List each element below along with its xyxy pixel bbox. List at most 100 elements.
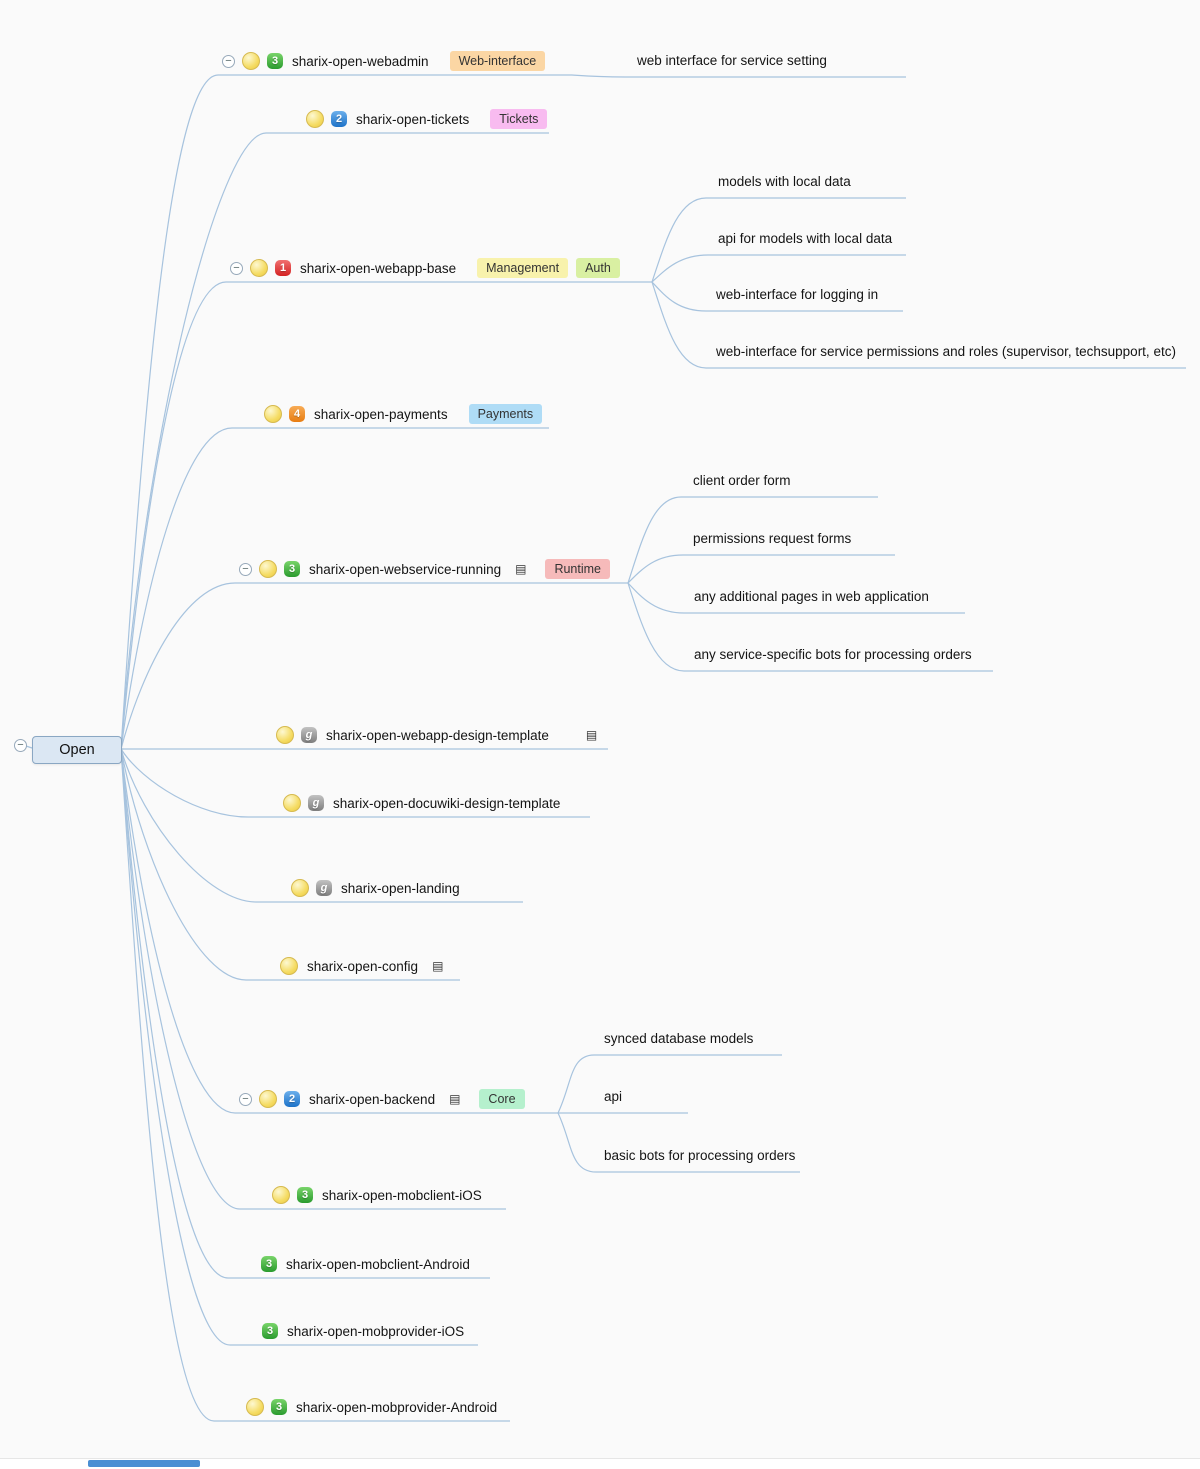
- collapse-icon[interactable]: −: [222, 54, 235, 68]
- priority-icon: 2: [284, 1091, 300, 1107]
- node-sharix-open-webadmin[interactable]: − 3 sharix-open-webadmin Web-interface: [222, 49, 546, 73]
- child-node[interactable]: api: [604, 1089, 623, 1104]
- priority-icon: 2: [331, 111, 347, 127]
- idea-icon: [246, 1398, 264, 1416]
- minus-icon: −: [233, 261, 240, 274]
- edge: [120, 748, 460, 981]
- priority-icon: g: [301, 727, 317, 743]
- node-label[interactable]: sharix-open-webapp-design-template: [326, 727, 549, 743]
- tag-core: Core: [479, 1089, 525, 1109]
- priority-icon: 1: [275, 260, 291, 276]
- node-sharix-open-mobprovider-ios[interactable]: 3 sharix-open-mobprovider-iOS: [262, 1319, 466, 1343]
- edge: [120, 427, 549, 750]
- node-sharix-open-mobclient-android[interactable]: 3 sharix-open-mobclient-Android: [261, 1252, 472, 1276]
- node-sharix-open-payments[interactable]: 4 sharix-open-payments Payments: [264, 402, 543, 426]
- tag-runtime: Runtime: [545, 559, 610, 579]
- child-node[interactable]: models with local data: [718, 174, 851, 189]
- idea-icon: [242, 52, 260, 70]
- child-node[interactable]: web-interface for logging in: [716, 287, 879, 302]
- node-sharix-open-mobclient-ios[interactable]: 3 sharix-open-mobclient-iOS: [272, 1183, 484, 1207]
- collapse-icon[interactable]: −: [239, 1092, 252, 1106]
- tag-tickets: Tickets: [490, 109, 548, 129]
- edge: [627, 554, 895, 584]
- minus-icon: −: [242, 562, 249, 575]
- priority-icon: 3: [262, 1323, 278, 1339]
- idea-icon: [264, 405, 282, 423]
- priority-icon: 3: [284, 561, 300, 577]
- idea-icon: [250, 259, 268, 277]
- edge: [120, 281, 652, 750]
- node-label[interactable]: sharix-open-backend: [309, 1091, 436, 1107]
- idea-icon: [306, 110, 324, 128]
- node-sharix-open-tickets[interactable]: 2 sharix-open-tickets Tickets: [306, 107, 548, 131]
- node-label[interactable]: sharix-open-webservice-running: [309, 561, 502, 577]
- edge: [120, 748, 506, 1210]
- idea-icon: [259, 1090, 277, 1108]
- horizontal-scrollbar-thumb[interactable]: [88, 1460, 200, 1467]
- edge: [557, 1054, 782, 1114]
- child-node[interactable]: client order form: [693, 473, 791, 488]
- node-sharix-open-docuwiki-design-template[interactable]: g sharix-open-docuwiki-design-template: [283, 791, 562, 815]
- collapse-icon[interactable]: −: [239, 562, 252, 576]
- priority-icon: 4: [289, 406, 305, 422]
- node-label[interactable]: sharix-open-mobprovider-iOS: [287, 1323, 465, 1339]
- edge: [571, 74, 906, 78]
- priority-icon: 3: [261, 1256, 277, 1272]
- priority-icon: g: [316, 880, 332, 896]
- node-label[interactable]: sharix-open-mobclient-iOS: [322, 1187, 482, 1203]
- edge: [120, 132, 549, 750]
- edge: [557, 1112, 800, 1173]
- node-label[interactable]: sharix-open-payments: [314, 406, 448, 422]
- tag-web-interface: Web-interface: [449, 51, 546, 71]
- root-collapse-button[interactable]: −: [14, 739, 27, 752]
- idea-icon: [283, 794, 301, 812]
- child-node[interactable]: permissions request forms: [693, 531, 852, 546]
- idea-icon: [280, 957, 298, 975]
- node-label[interactable]: sharix-open-webapp-base: [300, 260, 457, 276]
- collapse-icon[interactable]: −: [230, 261, 243, 275]
- priority-icon: 3: [267, 53, 283, 69]
- tag-payments: Payments: [468, 404, 543, 424]
- note-icon: ▤: [449, 1092, 461, 1106]
- edge: [651, 254, 906, 283]
- idea-icon: [291, 879, 309, 897]
- note-icon: ▤: [515, 562, 527, 576]
- tag-management: Management: [477, 258, 569, 278]
- horizontal-scrollbar[interactable]: [0, 1458, 1200, 1469]
- child-node[interactable]: web-interface for service permissions an…: [716, 344, 1176, 359]
- node-label[interactable]: sharix-open-tickets: [356, 111, 470, 127]
- idea-icon: [276, 726, 294, 744]
- note-icon: ▤: [432, 959, 444, 973]
- node-label[interactable]: sharix-open-mobprovider-Android: [296, 1399, 498, 1415]
- node-sharix-open-backend[interactable]: − 2 sharix-open-backend ▤ Core: [239, 1087, 525, 1111]
- child-node[interactable]: web interface for service setting: [637, 53, 827, 68]
- node-sharix-open-landing[interactable]: g sharix-open-landing: [291, 876, 462, 900]
- node-sharix-open-webapp-base[interactable]: − 1 sharix-open-webapp-base Management A…: [230, 256, 620, 280]
- idea-icon: [272, 1186, 290, 1204]
- minus-icon: −: [242, 1092, 249, 1105]
- node-label[interactable]: sharix-open-docuwiki-design-template: [333, 795, 561, 811]
- root-node[interactable]: Open: [32, 736, 122, 764]
- minus-icon: −: [225, 54, 232, 67]
- node-sharix-open-config[interactable]: sharix-open-config ▤: [280, 954, 443, 978]
- priority-icon: 3: [271, 1399, 287, 1415]
- idea-icon: [259, 560, 277, 578]
- node-sharix-open-mobprovider-android[interactable]: 3 sharix-open-mobprovider-Android: [246, 1395, 499, 1419]
- child-node[interactable]: any additional pages in web application: [694, 589, 929, 604]
- child-node[interactable]: synced database models: [604, 1031, 754, 1046]
- node-label[interactable]: sharix-open-landing: [341, 880, 460, 896]
- child-node[interactable]: api for models with local data: [718, 231, 893, 246]
- node-label[interactable]: sharix-open-webadmin: [292, 53, 429, 69]
- priority-icon: g: [308, 795, 324, 811]
- node-sharix-open-webservice-running[interactable]: − 3 sharix-open-webservice-running ▤ Run…: [239, 557, 610, 581]
- node-label[interactable]: sharix-open-mobclient-Android: [286, 1256, 470, 1272]
- minus-icon: −: [17, 739, 24, 751]
- node-label[interactable]: sharix-open-config: [307, 958, 419, 974]
- note-icon: ▤: [585, 728, 598, 742]
- child-node[interactable]: any service-specific bots for processing…: [694, 647, 972, 662]
- root-label: Open: [59, 742, 95, 758]
- node-sharix-open-webapp-design-template[interactable]: g sharix-open-webapp-design-template ▤: [276, 723, 597, 747]
- child-node[interactable]: basic bots for processing orders: [604, 1148, 796, 1163]
